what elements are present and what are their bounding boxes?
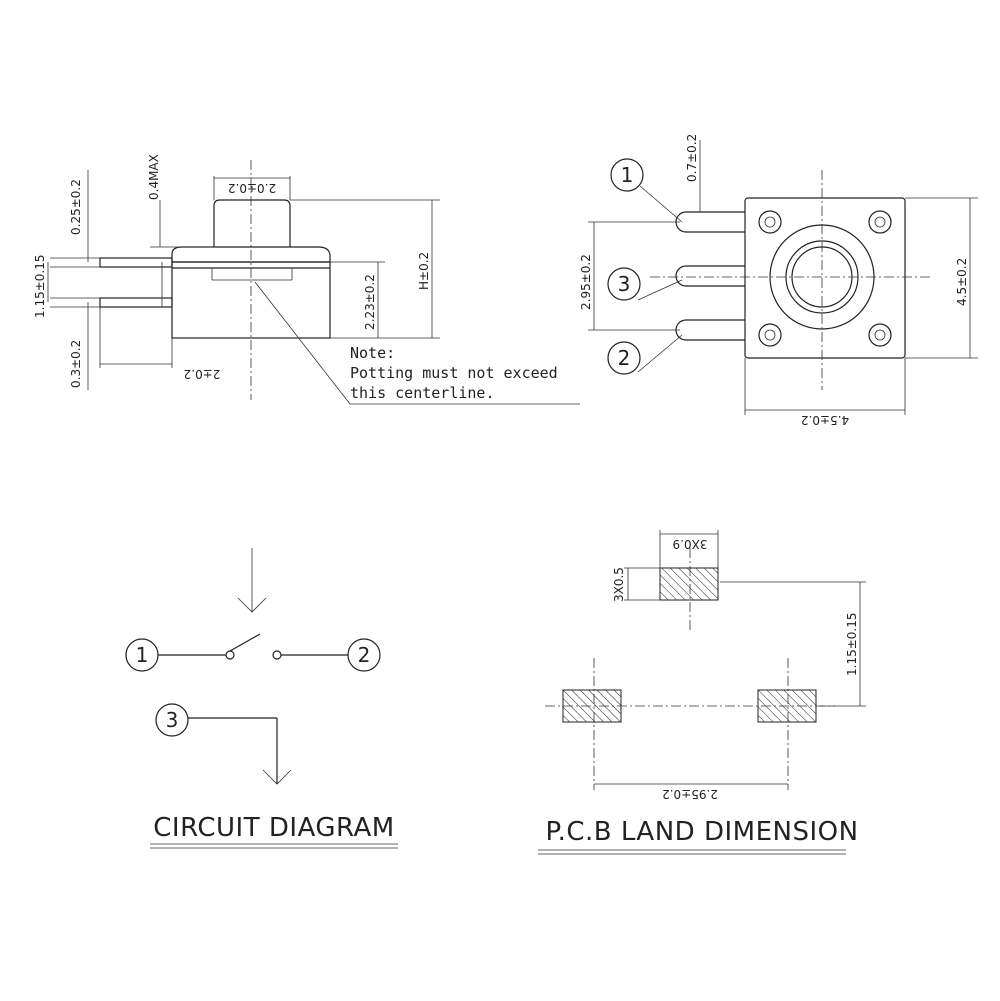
top-pin-label-1: 1 bbox=[621, 163, 634, 187]
dim-body-width: 4.5±0.2 bbox=[801, 413, 849, 427]
circuit-diagram: 1 2 3 CIRCUIT DIAGRAM bbox=[125, 548, 398, 849]
top-pin-label-2: 2 bbox=[618, 346, 631, 370]
pcb-land: 1.15±0.15 3X0.9 3X0.5 2.95±0.2 P.C.B LAN… bbox=[538, 530, 866, 855]
pcb-title: P.C.B LAND DIMENSION bbox=[545, 817, 858, 847]
dim-lead-thickness: 0.3±0.2 bbox=[69, 340, 83, 388]
dim-body-height-top: 4.5±0.2 bbox=[955, 258, 969, 306]
dim-lead-length: 2±0.2 bbox=[184, 367, 221, 381]
dim-pad-vertical: 1.15±0.15 bbox=[845, 613, 859, 677]
note-line-2: Potting must not exceed bbox=[350, 364, 558, 382]
dim-lead-pitch: 1.15±0.15 bbox=[33, 255, 47, 319]
top-pin-label-3: 3 bbox=[618, 272, 631, 296]
dim-pad-width: 3X0.9 bbox=[673, 537, 708, 551]
dim-body-height: 2.23±0.2 bbox=[363, 274, 377, 330]
dim-plunger-width: 2.0±0.2 bbox=[228, 181, 276, 195]
note-line-1: Note: bbox=[350, 344, 395, 362]
side-view: 2.0±0.2 0.4MAX H±0.2 2.23±0.2 0.25±0.2 1… bbox=[33, 154, 580, 405]
dim-plunger-travel: 0.4MAX bbox=[147, 154, 161, 200]
circuit-pin-2: 2 bbox=[358, 643, 371, 667]
dim-height: H±0.2 bbox=[417, 252, 431, 290]
dim-lead-offset: 0.25±0.2 bbox=[69, 179, 83, 235]
dim-pad-spacing: 2.95±0.2 bbox=[662, 787, 718, 801]
dim-pin-pitch: 2.95±0.2 bbox=[579, 254, 593, 310]
dim-pad-height: 3X0.5 bbox=[612, 567, 626, 602]
top-view: 1 3 2 0.7±0.2 2.95±0.2 4.5±0.2 4.5±0.2 bbox=[579, 134, 978, 427]
circuit-title: CIRCUIT DIAGRAM bbox=[153, 813, 395, 843]
dim-pin-width: 0.7±0.2 bbox=[685, 134, 699, 182]
circuit-pin-1: 1 bbox=[136, 643, 149, 667]
circuit-pin-3: 3 bbox=[166, 708, 179, 732]
note-line-3: this centerline. bbox=[350, 384, 495, 402]
